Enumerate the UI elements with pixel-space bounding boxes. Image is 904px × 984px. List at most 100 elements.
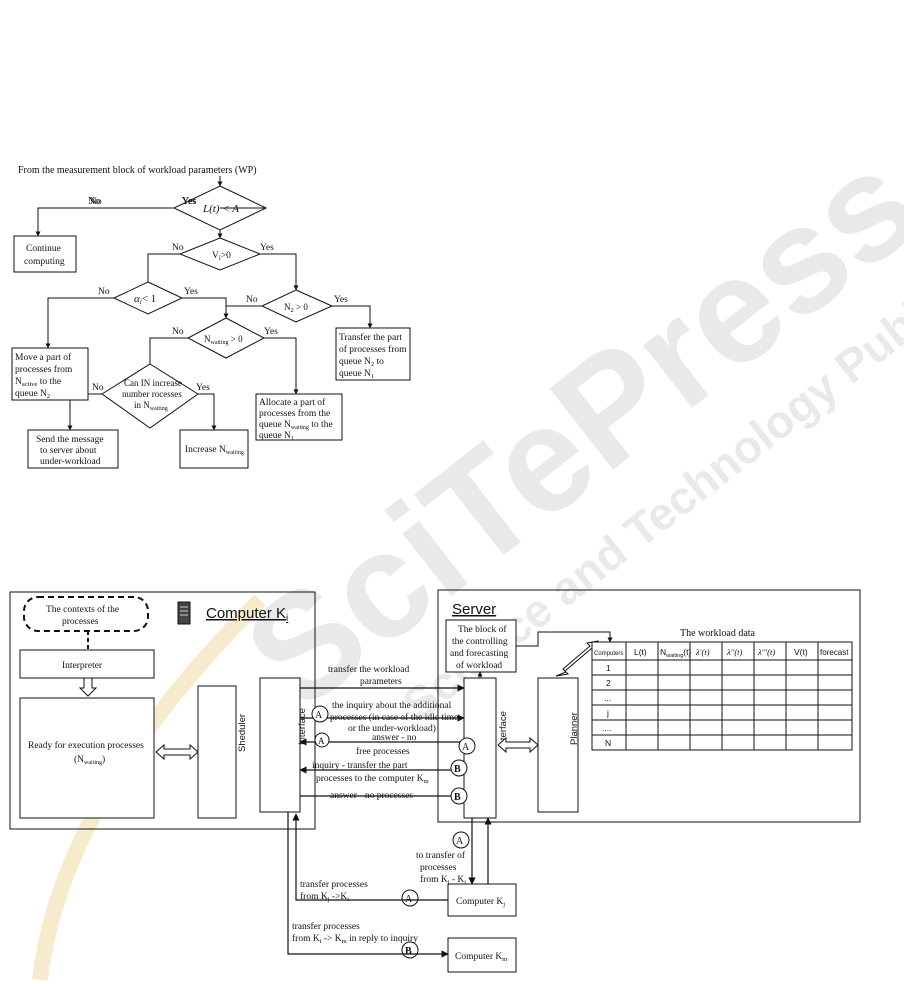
t-inq-l2: processes (in case of the idle time	[330, 712, 458, 723]
arrow-block-table	[516, 631, 613, 647]
workload-table-headers: Computers L(t) Nwaiting(t) λ'(t) λ''(t) …	[594, 647, 849, 659]
t-ready-l1: Ready for execution processes	[28, 740, 144, 751]
th-3: λ'(t)	[695, 647, 710, 657]
system-diagram: The contexts of the processes Computer K…	[9, 589, 861, 973]
t-allocate-l3: queue Nwaiting to the	[259, 420, 333, 431]
t-move-l3: Nactive to the	[15, 377, 61, 388]
mt-a1: A	[315, 710, 323, 721]
mt-a4: A	[456, 836, 464, 847]
t-d6-l1: Can IN increase	[124, 378, 182, 388]
box-continue-l1: Continue	[26, 244, 61, 254]
t-d2-yes: Yes	[260, 243, 274, 253]
tr-4: ....	[602, 723, 611, 733]
bottom-text: to transfer of processes from Kj - Ki tr…	[292, 850, 466, 945]
hollow-arrow-planner-table	[555, 640, 599, 677]
t-tot-l2: processes	[420, 863, 457, 873]
flow-v	[45, 230, 373, 431]
t-workload-title: The workload data	[680, 628, 756, 639]
decision-can-in	[101, 363, 199, 429]
fl-d4-no	[223, 305, 262, 319]
t-d1-yes: Yes	[182, 197, 196, 207]
computer-km-box	[447, 937, 517, 973]
t-increase: Increase Nwaiting	[185, 445, 244, 456]
mt-a2: A	[318, 736, 325, 746]
interpreter-box	[19, 649, 155, 679]
d1-yes: Yes	[182, 196, 197, 207]
t-transfer-l4: queue N1	[339, 369, 374, 380]
t-tp-l2: from Kj ->Ki	[300, 891, 349, 903]
box-move	[11, 347, 89, 401]
t-interpreter: Interpreter	[62, 661, 103, 671]
server-frame	[437, 589, 861, 823]
decision-v	[178, 237, 262, 271]
hollow-arrow-interface-planner	[497, 736, 539, 754]
t-d5-yes: Yes	[264, 327, 278, 337]
decision-alpha	[112, 281, 184, 315]
marker-a-3	[458, 737, 476, 755]
flow-text: No Yes Vi>0 No Yes αi< 1 No Yes N2 > 0 N…	[15, 197, 407, 467]
t-send-l1: Send the message	[36, 435, 104, 445]
contexts-box	[23, 596, 149, 632]
mt-b1: B	[454, 764, 461, 775]
t-contexts-l1: The contexts of the	[46, 604, 119, 615]
decision-load-text: L(t) < A	[202, 203, 239, 215]
fl-d2-no	[147, 253, 180, 282]
message-text: transfer the workload parameters the inq…	[312, 664, 458, 801]
decision-n2	[260, 289, 334, 323]
t-block-l3: and forecasting	[450, 648, 509, 659]
t-inqb-l2: processes to the computer Km	[316, 774, 429, 785]
t-d4-no: No	[246, 295, 258, 305]
box-allocate	[255, 393, 343, 441]
th-4: λ''(t)	[726, 647, 743, 657]
t-sheduler: Sheduler	[237, 714, 248, 752]
t-computer-ki: Computer Ki	[206, 605, 288, 624]
t-block-l1: The block of	[458, 624, 507, 635]
t-inq-l1: the inquiry about the additional	[332, 701, 452, 711]
interface-ki-box	[259, 677, 301, 813]
t-d6-yes: Yes	[196, 383, 210, 393]
t-d2-no: No	[172, 243, 184, 253]
marker-b-2	[450, 787, 468, 805]
markers	[311, 705, 476, 959]
server-tower-icon	[177, 601, 191, 625]
t-d2: Vi>0	[212, 251, 231, 262]
t-transfer-l2: of processes from	[339, 344, 407, 355]
workload-table	[591, 641, 853, 751]
t-allocate-l4: queue N1	[259, 431, 294, 442]
tr-3: j	[606, 708, 609, 718]
fl-d5-yes	[264, 337, 299, 395]
t-interface-server: Interface	[498, 711, 509, 748]
t-ans-l2: free processes	[356, 746, 410, 757]
t-d5: Nwaiting > 0	[204, 334, 243, 346]
marker-a-1	[311, 705, 329, 723]
t-move-l4: queue N2	[15, 389, 50, 400]
box-continue	[13, 235, 77, 273]
tr-0: 1	[606, 663, 611, 673]
t-block-l4: of workload	[456, 660, 502, 671]
box-send	[27, 429, 119, 469]
arrow-ki-to-km	[287, 812, 449, 958]
t-server: Server	[452, 601, 496, 618]
t-d5-no: No	[172, 327, 184, 337]
th-7: forecast	[820, 648, 849, 657]
t-contexts-l2: processes	[62, 617, 99, 627]
t-allocate-l2: processes from the	[259, 408, 330, 419]
t-inq-l3: or the under-workload)	[348, 723, 436, 734]
t-interface-ki: Interface	[297, 708, 308, 745]
box-transfer	[335, 327, 411, 381]
t-wp-l1: transfer the workload	[328, 664, 409, 675]
th-5: λ'''(t)	[757, 647, 775, 657]
planner-box	[537, 677, 579, 813]
mt-a3: A	[462, 742, 470, 753]
t-inqb-l1: inquiry - transfer the part	[312, 760, 408, 771]
t-wp-l2: parameters	[360, 677, 402, 687]
fl-d2-yes	[260, 253, 299, 291]
bottom-arrows	[287, 812, 492, 958]
th-6: V(t)	[794, 647, 808, 657]
t-computer-km: Computer Km	[455, 952, 507, 963]
t-transfer-l1: Transfer the part	[339, 332, 402, 343]
mt-b3: B	[405, 946, 412, 957]
t-planner: Planner	[569, 712, 580, 745]
